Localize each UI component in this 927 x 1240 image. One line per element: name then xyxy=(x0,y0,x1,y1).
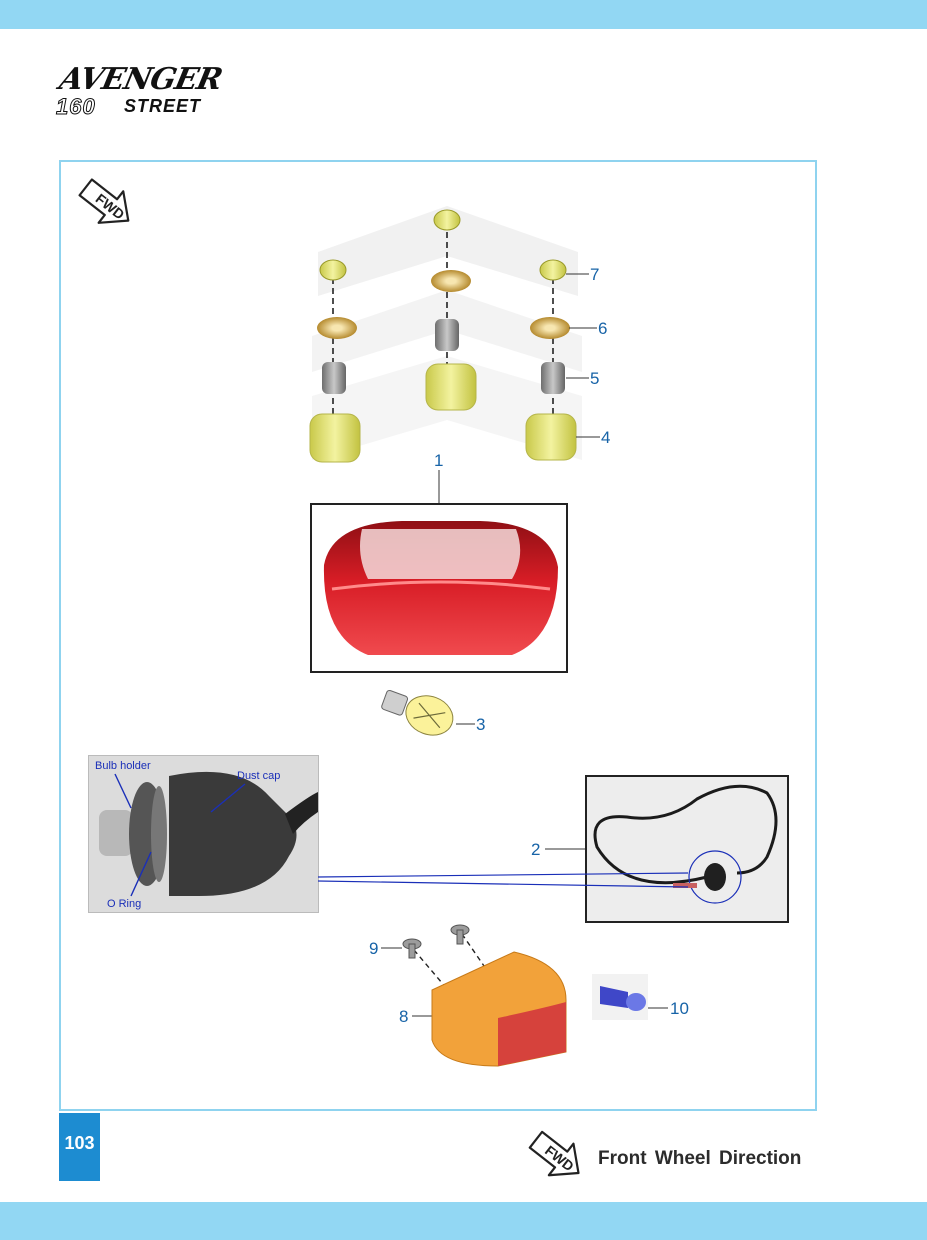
avenger-logo: AVENGER 160 STREET xyxy=(56,62,288,122)
grommet-parts xyxy=(309,363,577,463)
callout-5: 5 xyxy=(590,369,600,388)
diagram-frame xyxy=(59,160,817,1111)
callout-4: 4 xyxy=(601,428,611,447)
nut-parts xyxy=(319,209,567,281)
callout-2: 2 xyxy=(531,840,541,859)
page-number: 103 xyxy=(64,1133,95,1153)
label-o-ring: O Ring xyxy=(107,898,142,910)
top-band xyxy=(0,0,927,29)
logo-line-variant: STREET xyxy=(124,96,202,116)
page-number-tab: 103 xyxy=(59,1113,100,1181)
callout-10: 10 xyxy=(670,999,689,1018)
bracket-shadow-upper xyxy=(318,206,578,296)
label-dust-cap: Dust cap xyxy=(237,770,281,782)
wiring-harness-photo xyxy=(585,775,789,923)
spacer-parts xyxy=(322,319,565,394)
callout-3: 3 xyxy=(476,715,486,734)
bottom-band xyxy=(0,1202,927,1240)
tail-lamp-illustration xyxy=(323,521,558,655)
tail-lamp-photo xyxy=(310,503,568,673)
label-bulb-holder: Bulb holder xyxy=(95,760,151,772)
callout-8: 8 xyxy=(399,1007,409,1026)
fwd-arrow-icon: FWD xyxy=(78,178,130,224)
footer-direction-text: Front Wheel Direction xyxy=(598,1148,802,1169)
logo-line-number: 160 xyxy=(56,94,96,120)
washer-parts xyxy=(317,270,570,339)
footer-fwd-arrow-icon: FWD xyxy=(528,1130,580,1177)
bulb-holder-illustration xyxy=(89,756,318,912)
callout-7: 7 xyxy=(590,265,600,284)
callout-1: 1 xyxy=(434,451,444,470)
callout-6: 6 xyxy=(598,319,608,338)
callout-9: 9 xyxy=(369,939,379,958)
bulb-holder-photo: Bulb holder Dust cap O Ring xyxy=(88,755,319,913)
wiring-harness-illustration xyxy=(587,777,787,921)
holder-annotation-arrows xyxy=(114,773,246,897)
